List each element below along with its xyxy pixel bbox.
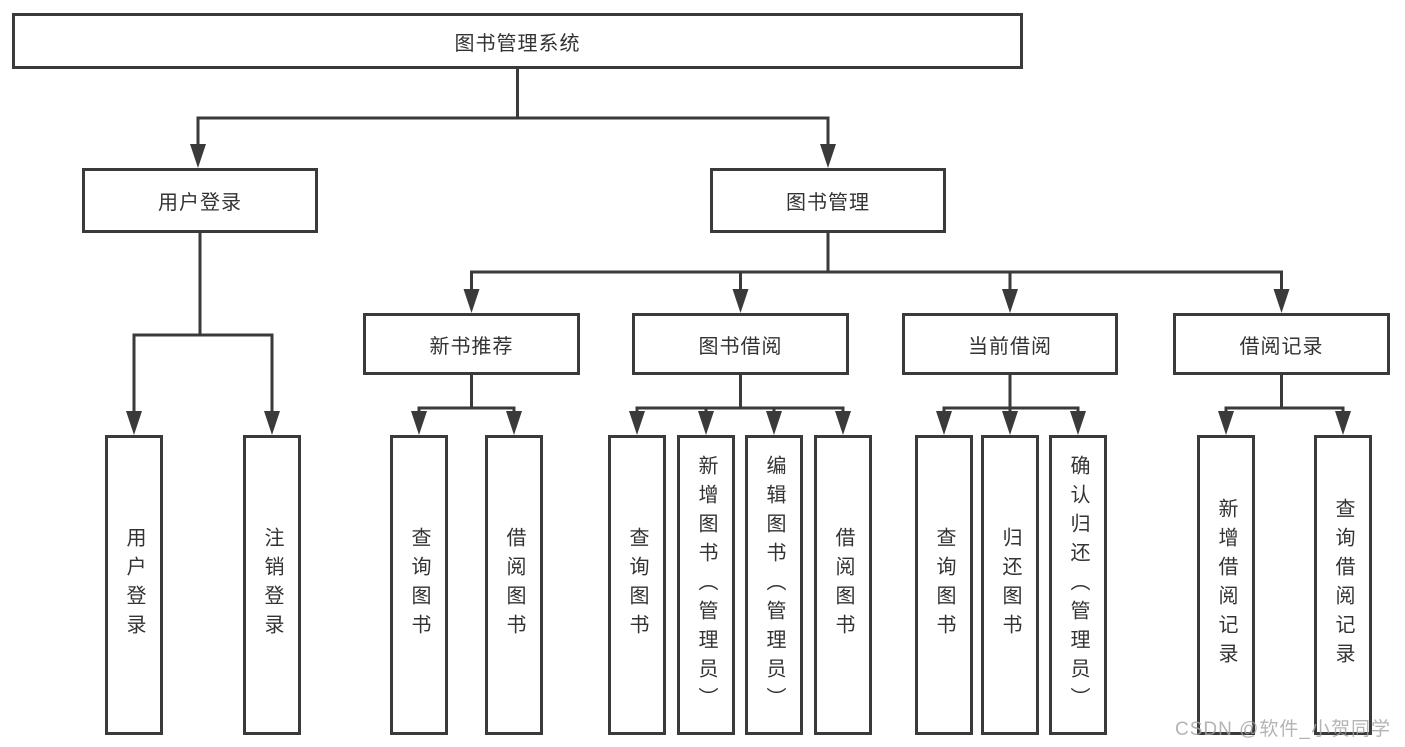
node-user-login-label: 用户登录 bbox=[158, 192, 242, 214]
leaf-add-books-admin: 新增图书（管理员） bbox=[677, 435, 735, 735]
connector-current-borrow-to-leaves bbox=[936, 375, 1086, 435]
arrowhead-icon bbox=[506, 411, 522, 435]
leaf-add-borrow-record: 新增借阅记录 bbox=[1197, 435, 1255, 735]
arrowhead-icon bbox=[766, 411, 782, 435]
node-borrow-record: 借阅记录 bbox=[1173, 313, 1390, 375]
leaf-confirm-return-admin: 确认归还（管理员） bbox=[1049, 435, 1107, 735]
leaf-query-books-current: 查询图书 bbox=[915, 435, 973, 735]
node-book-borrow: 图书借阅 bbox=[632, 313, 849, 375]
node-user-login: 用户登录 bbox=[82, 168, 318, 233]
connector-new-book-to-leaves bbox=[411, 375, 522, 435]
leaf-confirm-return-admin-label: 确认归还（管理员） bbox=[1067, 454, 1089, 716]
leaf-user-login-label: 用户登录 bbox=[123, 527, 145, 643]
arrowhead-icon bbox=[835, 411, 851, 435]
leaf-query-borrow-record: 查询借阅记录 bbox=[1314, 435, 1372, 735]
arrowhead-icon bbox=[1273, 289, 1290, 313]
arrowhead-icon bbox=[190, 144, 206, 168]
node-book-management-label: 图书管理 bbox=[786, 192, 870, 214]
node-root: 图书管理系统 bbox=[12, 13, 1023, 69]
leaf-query-books-newbook-label: 查询图书 bbox=[408, 527, 430, 643]
arrowhead-icon bbox=[629, 411, 645, 435]
leaf-query-books-newbook: 查询图书 bbox=[390, 435, 448, 735]
arrowhead-icon bbox=[1335, 411, 1351, 435]
arrowhead-icon bbox=[1070, 411, 1086, 435]
leaf-edit-books-admin: 编辑图书（管理员） bbox=[745, 435, 803, 735]
node-current-borrow-label: 当前借阅 bbox=[968, 335, 1052, 358]
connector-user-login-to-leaves bbox=[126, 233, 280, 435]
arrowhead-icon bbox=[1002, 411, 1018, 435]
node-current-borrow: 当前借阅 bbox=[902, 313, 1118, 375]
node-new-book-recommend-label: 新书推荐 bbox=[429, 335, 514, 358]
csdn-watermark: CSDN @软件_小贺同学 bbox=[1175, 719, 1391, 740]
arrowhead-icon bbox=[732, 289, 749, 313]
arrowhead-icon bbox=[820, 144, 836, 168]
leaf-query-books-borrow: 查询图书 bbox=[608, 435, 666, 735]
arrowhead-icon bbox=[698, 411, 714, 435]
node-borrow-record-label: 借阅记录 bbox=[1239, 335, 1324, 358]
leaf-query-books-borrow-label: 查询图书 bbox=[626, 527, 648, 643]
connector-borrow-record-to-leaves bbox=[1218, 375, 1351, 435]
leaf-borrow-books-borrow: 借阅图书 bbox=[814, 435, 872, 735]
node-root-label: 图书管理系统 bbox=[454, 32, 581, 55]
leaf-add-borrow-record-label: 新增借阅记录 bbox=[1215, 498, 1237, 672]
arrowhead-icon bbox=[1218, 411, 1234, 435]
leaf-logout-label: 注销登录 bbox=[261, 527, 283, 643]
leaf-query-books-current-label: 查询图书 bbox=[933, 527, 955, 643]
connector-book-mgmt-to-level3 bbox=[463, 233, 1290, 313]
leaf-query-borrow-record-label: 查询借阅记录 bbox=[1332, 498, 1354, 672]
leaf-return-books-label: 归还图书 bbox=[999, 527, 1021, 643]
node-book-management: 图书管理 bbox=[710, 168, 946, 233]
arrowhead-icon bbox=[1002, 289, 1018, 313]
arrowhead-icon bbox=[264, 411, 280, 435]
arrowhead-icon bbox=[936, 411, 952, 435]
node-new-book-recommend: 新书推荐 bbox=[363, 313, 580, 375]
leaf-edit-books-admin-label: 编辑图书（管理员） bbox=[763, 454, 785, 716]
leaf-borrow-books-borrow-label: 借阅图书 bbox=[832, 527, 854, 643]
leaf-add-books-admin-label: 新增图书（管理员） bbox=[695, 454, 717, 716]
leaf-user-login: 用户登录 bbox=[105, 435, 163, 735]
arrowhead-icon bbox=[411, 411, 427, 435]
leaf-borrow-books-newbook-label: 借阅图书 bbox=[503, 527, 525, 643]
node-book-borrow-label: 图书借阅 bbox=[698, 335, 783, 358]
leaf-logout: 注销登录 bbox=[243, 435, 301, 735]
connector-book-borrow-to-leaves bbox=[629, 375, 851, 435]
arrowhead-icon bbox=[463, 289, 480, 313]
connector-root-to-level2 bbox=[190, 68, 836, 168]
arrowhead-icon bbox=[126, 411, 142, 435]
leaf-return-books: 归还图书 bbox=[981, 435, 1039, 735]
leaf-borrow-books-newbook: 借阅图书 bbox=[485, 435, 543, 735]
